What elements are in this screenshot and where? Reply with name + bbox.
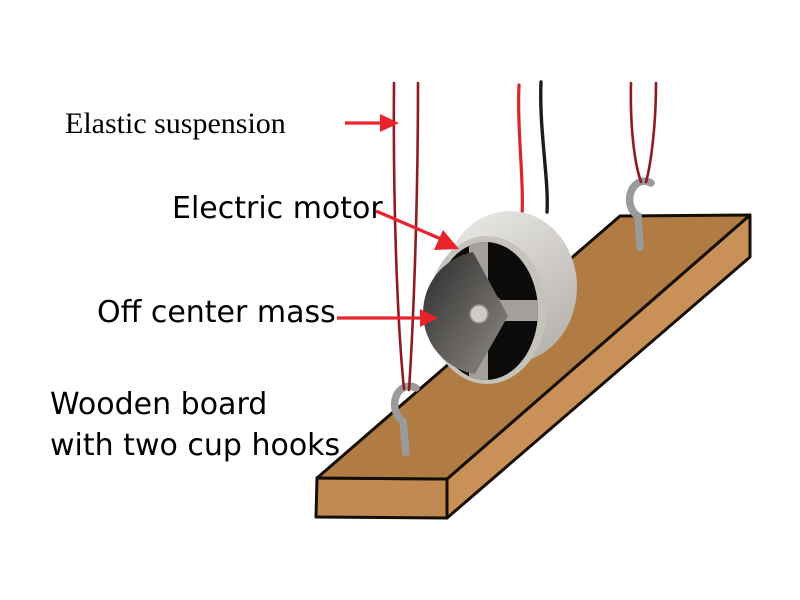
elastic-band-left-1	[392, 81, 406, 391]
label-elastic-suspension: Elastic suspension	[65, 107, 286, 140]
arrow-elastic-suspension	[345, 114, 399, 132]
electric-motor	[423, 211, 577, 384]
arrowhead-elastic-suspension	[380, 114, 399, 132]
elastic-band-right-1	[629, 81, 643, 184]
off-center-mass	[423, 252, 508, 374]
elastic-band-left-2	[407, 81, 420, 392]
arrow-off-center-mass	[337, 309, 438, 327]
arrowhead-electric-motor	[434, 230, 459, 250]
cup-hook-right	[625, 177, 655, 251]
elastic-suspension-bands	[392, 81, 658, 392]
board-end-face	[314, 476, 449, 520]
motor-wire-black	[539, 80, 549, 214]
label-wooden-board-line2: with two cup hooks	[50, 428, 340, 463]
label-off-center-mass: Off center mass	[97, 295, 336, 330]
arrowhead-off-center-mass	[420, 309, 438, 327]
label-electric-motor: Electric motor	[172, 191, 383, 226]
elastic-band-right-2	[644, 81, 658, 184]
arrow-electric-motor	[375, 209, 459, 250]
label-wooden-board-line1: Wooden board	[50, 387, 267, 422]
motor-shaft	[469, 304, 489, 324]
motor-wire-red	[517, 83, 524, 218]
